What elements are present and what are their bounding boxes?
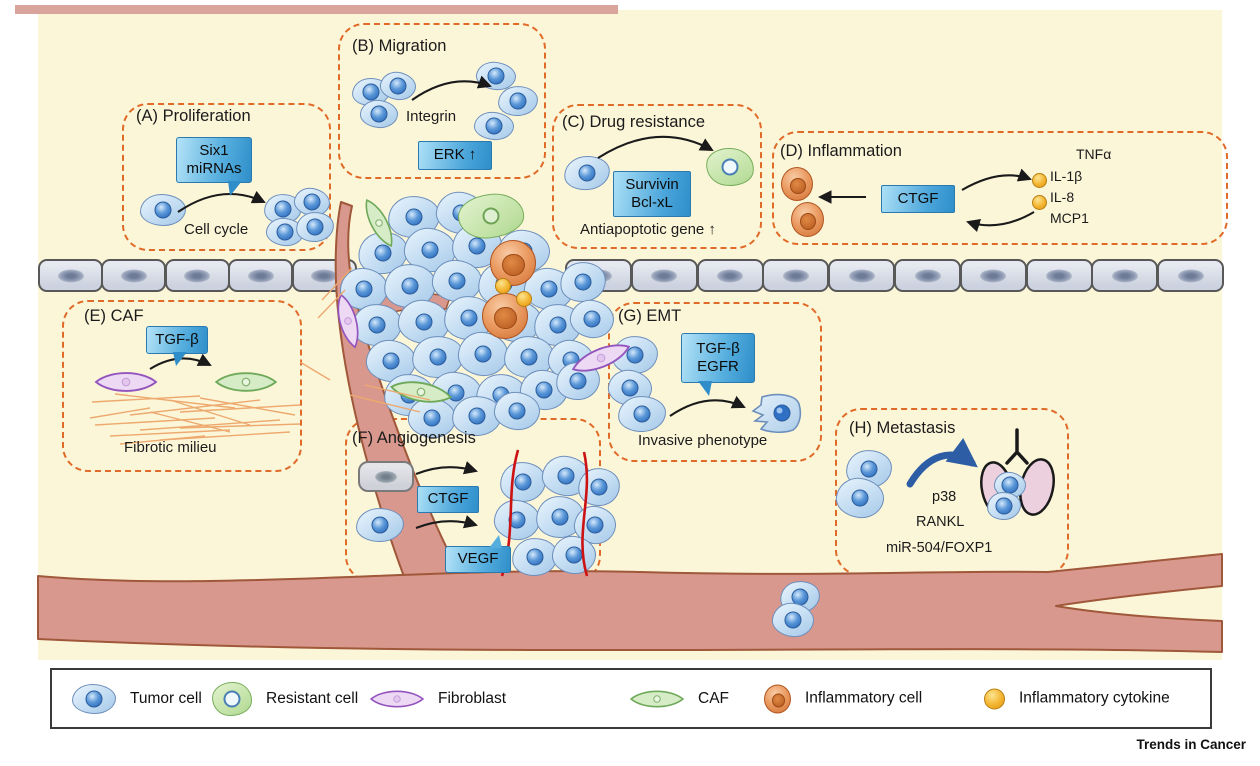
box-label: CTGF [897,189,939,207]
panel-g-title: (G) EMT [618,307,682,325]
cytokine-tnfa: TNFα [1076,146,1112,162]
bubble-tail [698,381,712,396]
epithelial-cell [101,259,167,292]
survivin-bclxl-box: Survivin Bcl-xL [613,171,691,217]
caption-antiapoptotic: Antiapoptotic gene ↑ [580,221,716,238]
epithelial-cell [762,259,830,292]
fibroblast-icon [370,689,424,708]
epithelial-cell [696,259,764,292]
legend-item-fibroblast: Fibroblast [370,690,506,708]
epithelial-cell [630,259,698,292]
legend-item-inflammatory-cytokine: Inflammatory cytokine [984,688,1170,709]
bubble-line: Six1 [199,141,229,159]
epithelial-cell [1157,259,1225,292]
panel-d-title: (D) Inflammation [780,142,902,160]
inflammatory-cytokine [1032,195,1047,210]
epithelial-cell [38,259,103,292]
inflammatory-cell-icon [764,684,791,713]
panel-a-proliferation [122,103,331,251]
label-p38: p38 [932,489,957,505]
legend-label: Inflammatory cell [805,689,923,707]
caf-icon [630,689,684,708]
tgfb-bubble-caf: TGF-β [146,326,208,366]
legend-item-resistant-cell: Resistant cell [212,681,359,716]
legend-label: Resistant cell [266,689,359,707]
box-label: CTGF [427,490,469,508]
bubble-line: TGF-β [155,330,199,348]
epithelial-cell [1091,259,1159,292]
legend-label: Inflammatory cytokine [1019,689,1170,707]
legend-item-inflammatory-cell: Inflammatory cell [764,684,922,713]
inflammatory-cytokine [1032,173,1047,188]
tgfb-egfr-bubble: TGF-β EGFR [681,333,755,396]
bubble-line: VEGF [457,550,499,568]
bubble-line: miRNAs [186,160,242,177]
bubble-tail [489,535,502,548]
ctgf-box-inflammation: CTGF [881,185,955,213]
cytokine-il1b: IL-1β [1050,168,1083,184]
label-mir504-foxp1: miR-504/FOXP1 [886,540,993,556]
invasive-tumor-cell [751,393,802,434]
tumor-cell-icon [72,683,116,714]
epithelial-cell [164,259,230,292]
inflammatory-cytokine [516,291,532,307]
label-rankl: RANKL [916,514,965,530]
erk-box: ERK ↑ [418,141,492,170]
cytokine-il8: IL-8 [1050,189,1075,205]
panel-c-title: (C) Drug resistance [562,113,706,131]
epithelial-cell [894,259,961,292]
panel-f-title: (F) Angiogenesis [352,429,476,447]
bubble-tail [228,181,242,196]
inflammatory-cytokine-icon [984,688,1005,709]
resistant-cell-icon [212,681,252,716]
legend-item-tumor-cell: Tumor cell [72,683,202,714]
bubble-line: EGFR [697,358,739,375]
vegf-bubble: VEGF [445,535,511,573]
inflammatory-cell [791,202,824,237]
caption-invasive-phenotype: Invasive phenotype [638,432,768,449]
panel-b-title: (B) Migration [352,37,447,55]
panel-c-drug-resistance [552,104,762,249]
panel-b-migration [338,23,546,179]
tumor-cell [140,194,186,226]
box-label: ERK ↑ [433,146,477,164]
fibroblast-spindle [571,344,631,372]
caption-fibrotic-milieu: Fibrotic milieu [124,439,217,456]
inflammatory-cytokine [495,278,511,294]
caption-integrin: Integrin [406,108,457,125]
panel-e-title: (E) CAF [84,307,144,325]
epithelial-cell [1025,259,1093,292]
six1-mirnas-bubble: Six1 miRNAs [176,137,252,196]
legend-item-caf: CAF [630,690,729,708]
fibroblast-spindle [94,372,158,392]
bubble-line: TGF-β [696,339,740,357]
legend-label: Tumor cell [130,689,202,707]
legend-label: CAF [698,689,729,707]
figure-background [38,10,1222,660]
bubble-tail [173,352,187,366]
endothelial-cell [358,461,414,492]
cytokine-mcp1: MCP1 [1050,210,1089,226]
epithelial-cell [959,259,1027,292]
epithelial-cell [828,259,896,292]
panel-e-caf [62,300,302,472]
legend-box: Tumor cell Resistant cell Fibroblast CAF… [50,668,1212,729]
panel-d-inflammation [772,131,1228,245]
box-line: Survivin [625,175,679,193]
inflammatory-cell [781,167,813,201]
journal-brand: Trends in Cancer [1136,737,1246,752]
panel-a-title: (A) Proliferation [136,107,251,125]
box-line: Bcl-xL [631,194,673,211]
ctgf-box-angiogenesis: CTGF [417,486,479,513]
page-top-strip [15,5,618,14]
caf-spindle [214,372,278,392]
legend-label: Fibroblast [438,689,507,707]
panel-h-title: (H) Metastasis [849,419,956,437]
epithelial-cell [228,259,294,292]
caption-cell-cycle: Cell cycle [184,221,249,238]
